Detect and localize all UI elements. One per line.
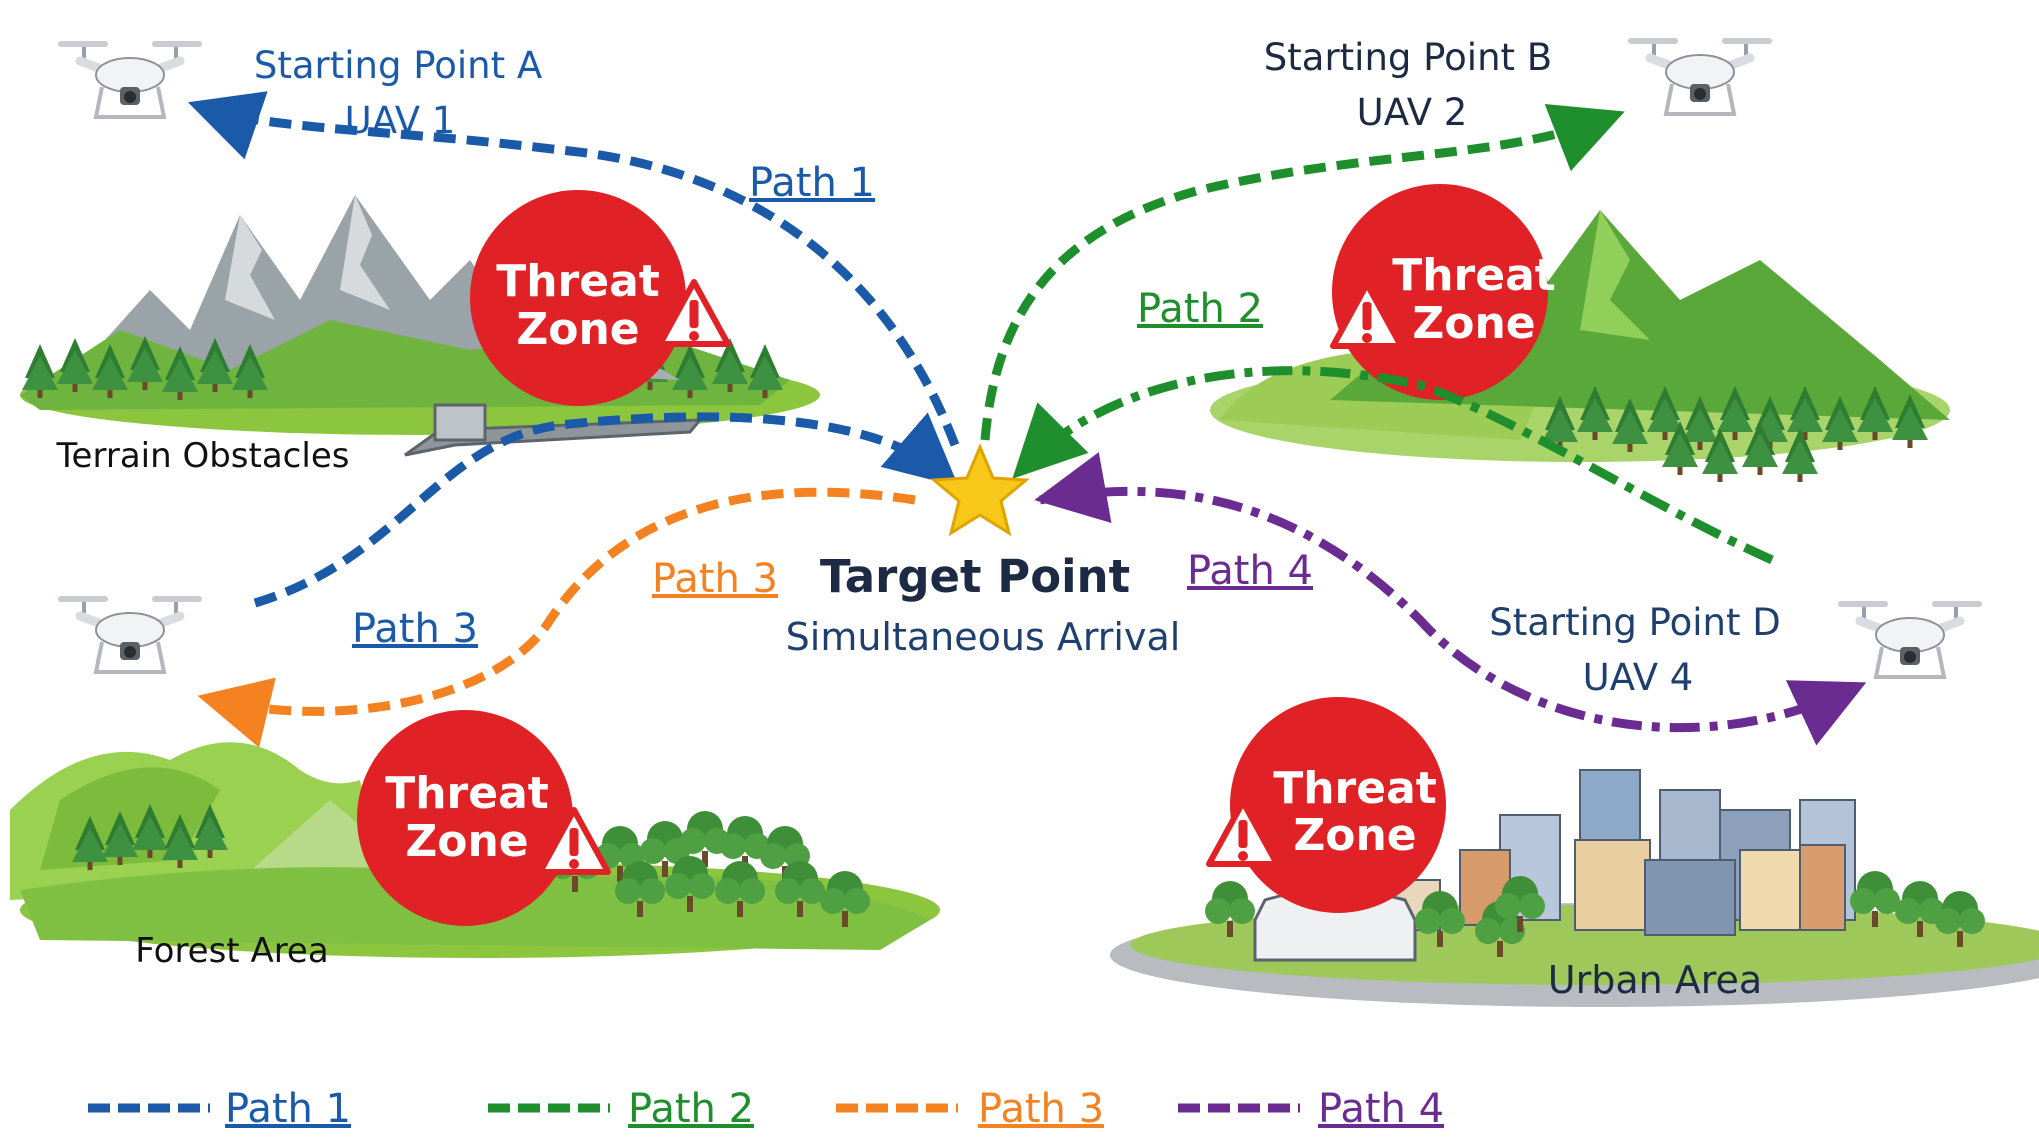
- threat-zone-line2: Zone: [405, 816, 528, 867]
- threat-zone-line1: Threat: [1392, 250, 1556, 301]
- threat-zone-urban: Threat Zone: [1209, 697, 1446, 913]
- path-4-purple-tip: [1034, 452, 1112, 523]
- threat-zone-line1: Threat: [496, 256, 660, 307]
- threat-zone-terrain: Threat Zone: [470, 190, 728, 406]
- path-2-lower: [1012, 366, 1774, 565]
- threat-zone-line2: Zone: [1412, 298, 1535, 349]
- path-3-orange: [197, 487, 916, 748]
- path-3-label-blue: Path 3: [352, 606, 478, 652]
- path-2-upper: [980, 103, 1625, 441]
- urban-area-label: Urban Area: [1548, 958, 1762, 1002]
- legend-label-path-2: Path 2: [628, 1086, 754, 1132]
- uav-4-label: UAV 4: [1583, 656, 1694, 699]
- threat-zone-line1: Threat: [1273, 763, 1437, 814]
- path-1-label: Path 1: [749, 160, 875, 206]
- threat-zone-line2: Zone: [516, 304, 639, 355]
- uav-2-label: UAV 2: [1357, 91, 1468, 134]
- starting-point-d-label: Starting Point D: [1489, 601, 1780, 644]
- path-2-label: Path 2: [1137, 286, 1263, 332]
- target-point: Target Point Simultaneous Arrival: [786, 443, 1181, 659]
- path-4-purple: [1039, 486, 1867, 746]
- legend-label-path-4: Path 4: [1318, 1086, 1444, 1132]
- urban-area-scene: [1110, 769, 2039, 1007]
- path-4-label: Path 4: [1187, 548, 1313, 594]
- path-1-upper: [187, 91, 960, 447]
- mountain-forest-scene: [1210, 210, 1950, 482]
- starting-point-b-label: Starting Point B: [1264, 36, 1552, 79]
- legend: Path 1 Path 2 Path 3 Path 4: [88, 1086, 1444, 1132]
- threat-zone-line2: Zone: [1293, 810, 1416, 861]
- threat-zone-line1: Threat: [385, 768, 549, 819]
- drone-icon-uav2: [1628, 38, 1772, 114]
- uav-1-label: UAV 1: [345, 99, 456, 142]
- threat-zone-forest: Threat Zone: [357, 710, 608, 926]
- legend-label-path-3: Path 3: [978, 1086, 1104, 1132]
- star-icon: [930, 443, 1030, 537]
- starting-point-a-label: Starting Point A: [254, 44, 542, 87]
- terrain-obstacles-label: Terrain Obstacles: [56, 436, 350, 476]
- drone-icon-uav1: [58, 41, 202, 117]
- drone-icon-uav4: [1838, 601, 1982, 677]
- legend-label-path-1: Path 1: [225, 1086, 351, 1132]
- forest-area-label: Forest Area: [135, 931, 328, 971]
- target-subtitle: Simultaneous Arrival: [786, 615, 1181, 659]
- threat-zone-mountain: Threat Zone: [1332, 184, 1556, 400]
- target-title: Target Point: [820, 550, 1130, 603]
- path-3-label-orange: Path 3: [652, 556, 778, 602]
- drone-icon-uav3: [58, 596, 202, 672]
